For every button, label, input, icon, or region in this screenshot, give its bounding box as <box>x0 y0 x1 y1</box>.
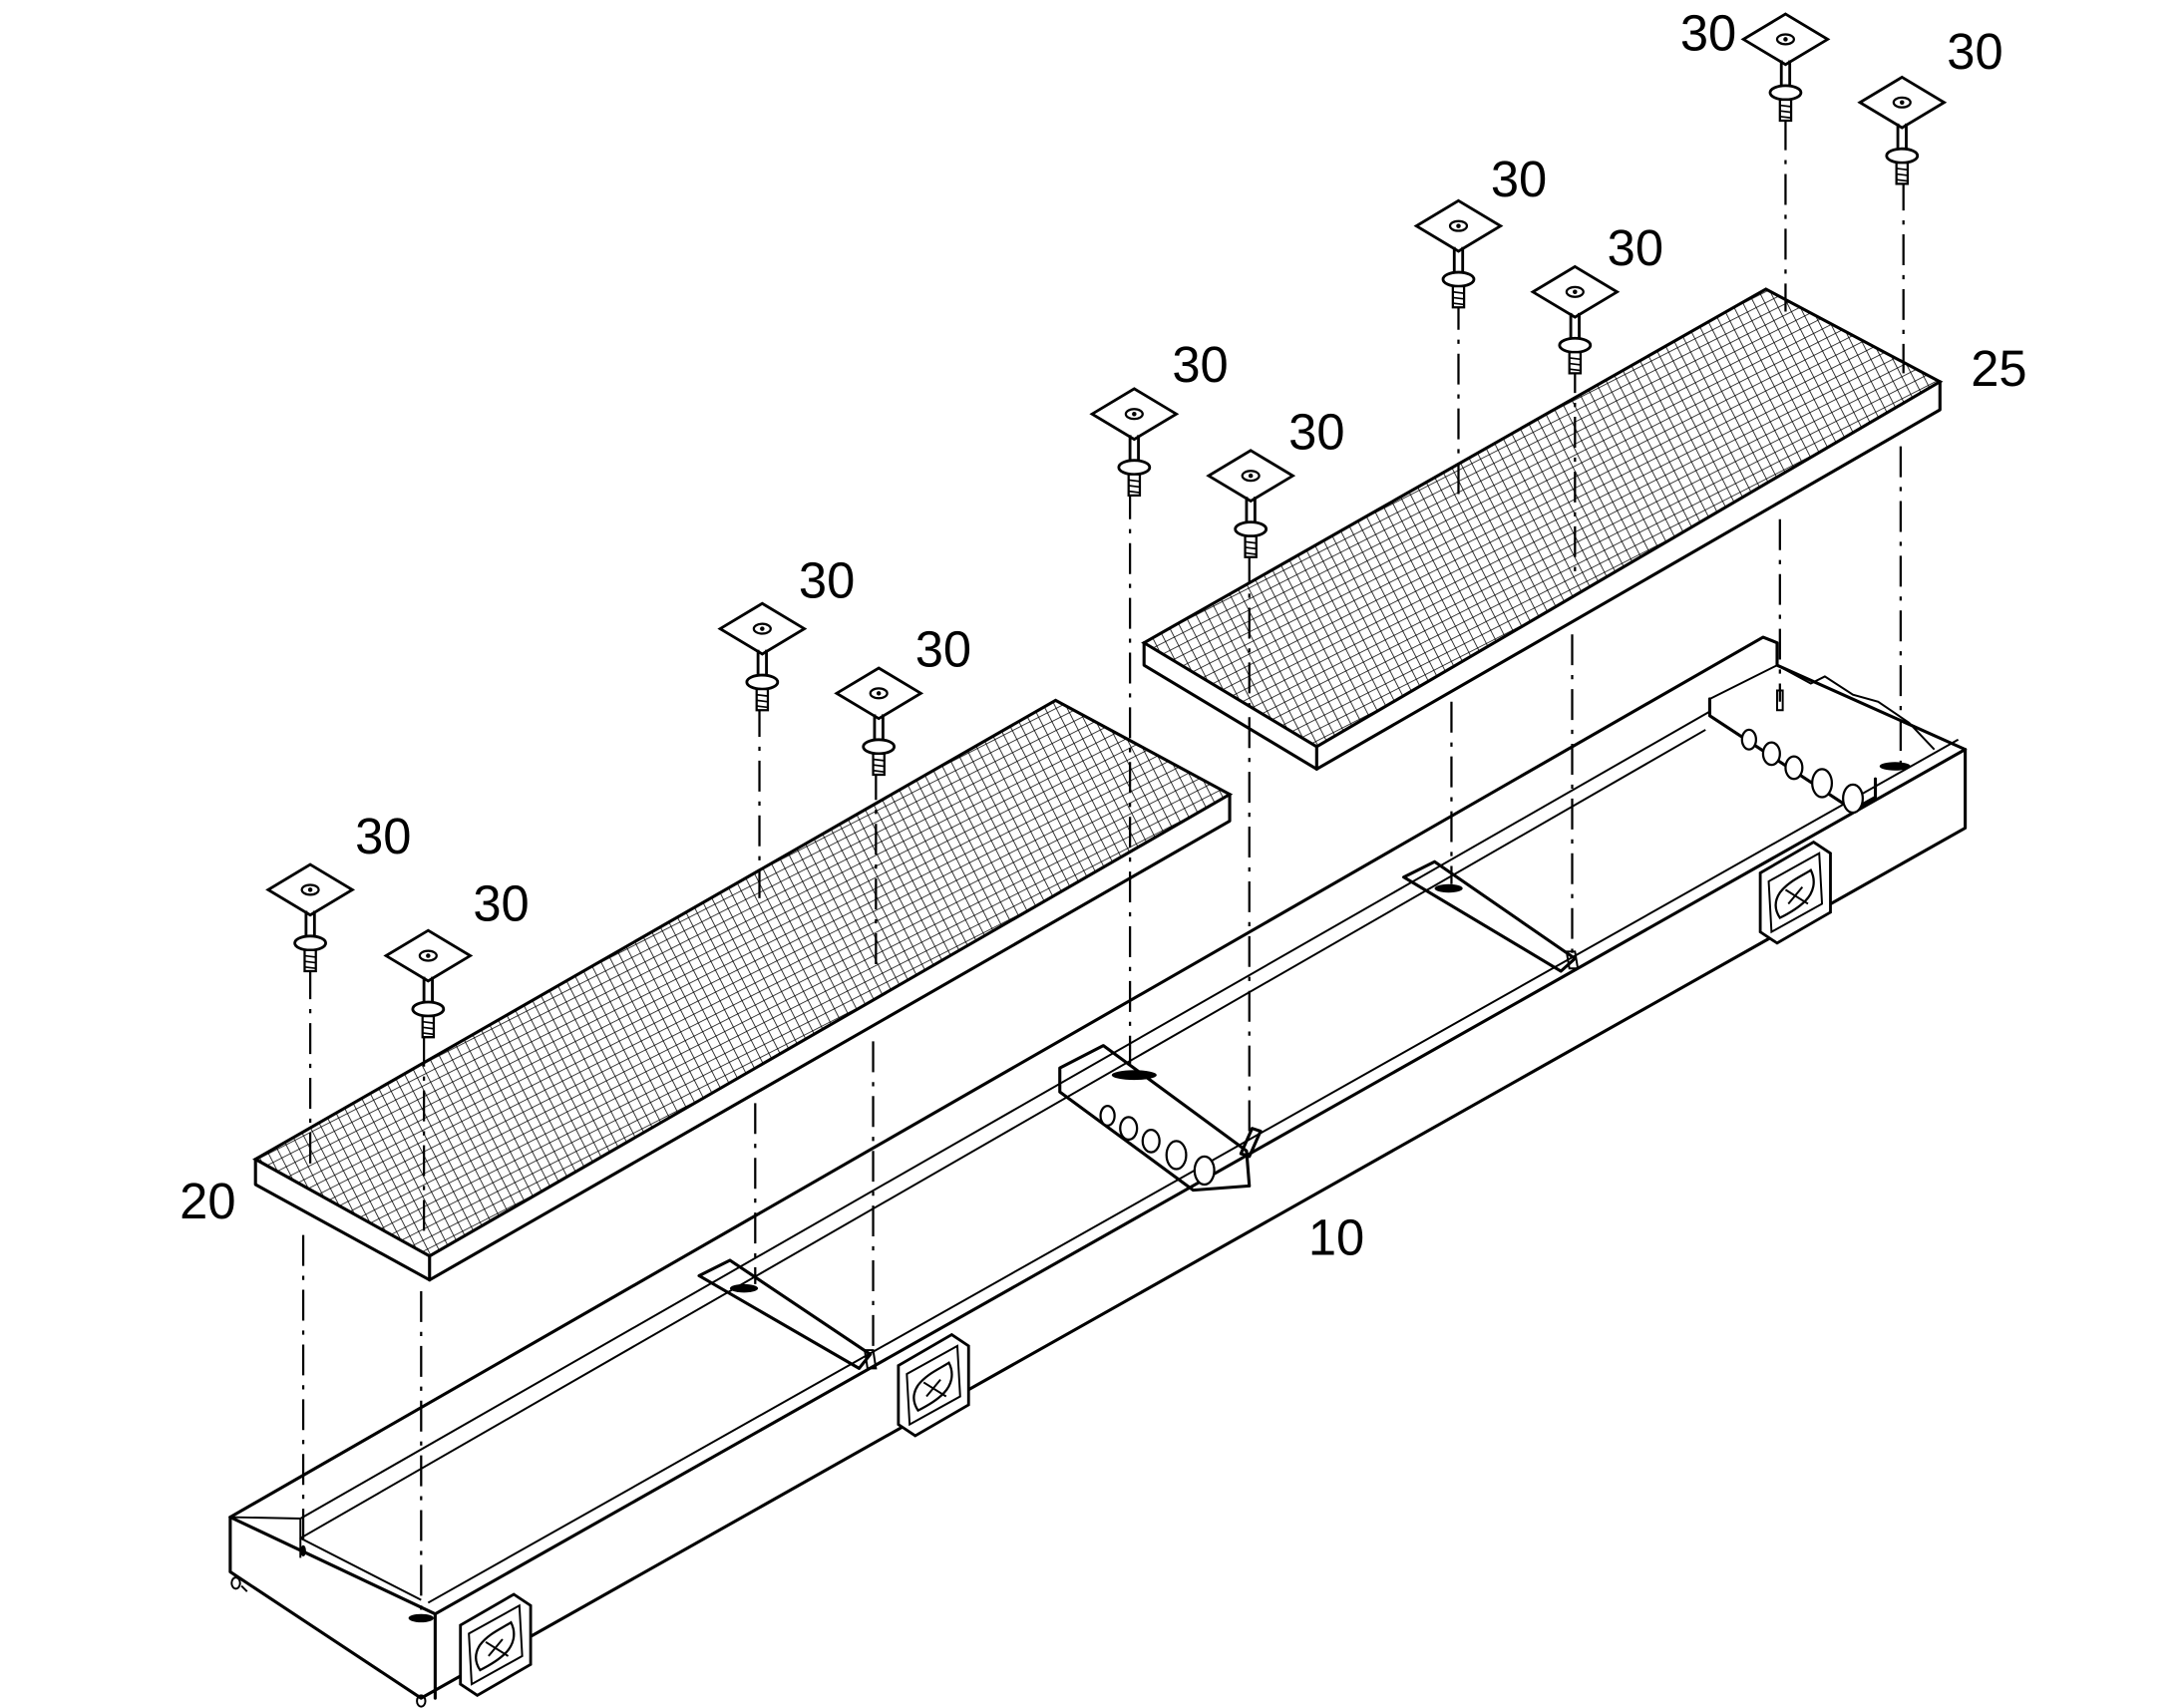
fastener-clip <box>384 928 472 1039</box>
label-30: 30 <box>1288 403 1344 460</box>
label-30: 30 <box>1491 151 1547 207</box>
label-30: 30 <box>1680 5 1736 62</box>
fastener-clip <box>1858 76 1946 185</box>
label-30: 30 <box>1947 23 2002 80</box>
label-30: 30 <box>1608 219 1663 276</box>
reference-labels: 30 30 30 30 30 30 30 30 30 30 25 20 10 <box>180 5 2026 1266</box>
label-30: 30 <box>355 808 411 864</box>
fastener-clip <box>835 666 922 777</box>
fastener-clip <box>1531 265 1619 375</box>
label-25: 25 <box>1971 340 2026 397</box>
label-10: 10 <box>1308 1208 1364 1265</box>
fastener-clip <box>718 601 806 712</box>
label-30: 30 <box>473 874 529 931</box>
fastener-clip <box>266 862 354 973</box>
grating-panel-25 <box>1141 287 1944 771</box>
alignment-lines <box>301 119 1905 1614</box>
label-30: 30 <box>799 552 855 609</box>
fastener-clip <box>1741 12 1830 123</box>
fastener-clip <box>1414 198 1503 309</box>
grating-panel-20 <box>252 698 1234 1282</box>
fastener-clip <box>1207 449 1294 559</box>
label-20: 20 <box>180 1173 235 1229</box>
channel-frame <box>228 635 1968 1708</box>
label-30: 30 <box>1172 336 1228 393</box>
fastener-clip <box>1090 387 1178 498</box>
label-30: 30 <box>915 621 971 678</box>
